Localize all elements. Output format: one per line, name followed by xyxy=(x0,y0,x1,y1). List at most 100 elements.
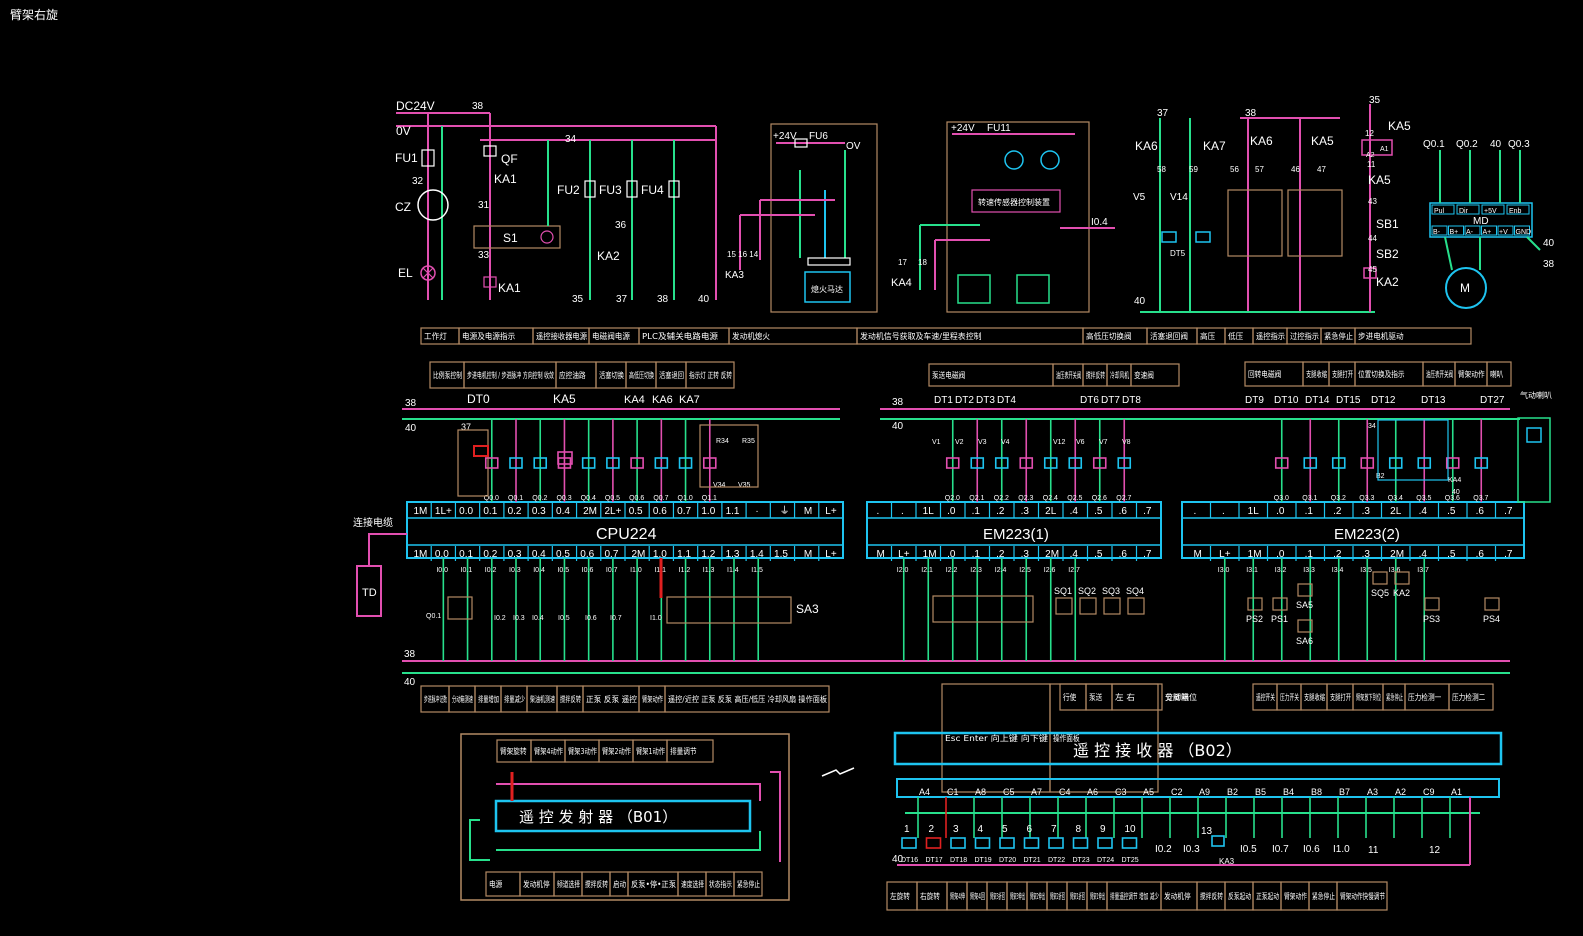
caption-label: 喇叭 xyxy=(1490,369,1503,379)
driver-pin xyxy=(1506,204,1530,215)
pin-label: .3 xyxy=(1362,549,1371,560)
driver-pin xyxy=(1481,204,1505,215)
caption-label: 速度选择 xyxy=(681,879,704,889)
caption-label: 紧急停止 xyxy=(1312,891,1335,901)
input-address: I0.2 xyxy=(485,567,497,574)
pin-label: .7 xyxy=(1504,549,1513,560)
svg-text:FU2: FU2 xyxy=(557,183,580,197)
pin-label: .0 xyxy=(947,506,956,517)
svg-text:TD: TD xyxy=(362,587,377,599)
output-address: Q2.1 xyxy=(969,495,984,502)
svg-text:33: 33 xyxy=(478,250,490,261)
caption-label: 泵送电磁阀 xyxy=(932,370,965,380)
diode-label: V4 xyxy=(1001,439,1010,446)
receiver-input-label: I1.0 xyxy=(1333,844,1350,855)
pin-label: 0.7 xyxy=(604,549,618,560)
pin-label: .5 xyxy=(1094,549,1103,560)
svg-text:40: 40 xyxy=(1134,296,1146,307)
remote-receiver: 遥 控 接 收 器 （B02） 40 13 KA3 11 12 xyxy=(892,731,1503,866)
input-switch-label: PS2 xyxy=(1246,614,1263,624)
limit-switch xyxy=(1055,597,1073,615)
channel-dt-label: DT16 xyxy=(901,857,918,864)
pin-label: M xyxy=(804,506,812,517)
caption-label: 臂架动作 xyxy=(1284,891,1307,901)
caption-label: 遥控/近控 正泵 反泵 高压/低压 冷却风扇 操作面板 xyxy=(668,694,827,704)
pin-label: .2 xyxy=(996,549,1005,560)
indicator-group xyxy=(699,424,759,488)
caption-label: 臂架3伸出 xyxy=(1010,891,1025,901)
caption-label: 排量增加 xyxy=(478,694,499,704)
input-address: I2.2 xyxy=(946,567,958,574)
svg-text:KA5: KA5 xyxy=(553,392,576,406)
caption-label: 活塞退回阀 xyxy=(1150,331,1188,341)
caption-label: 电磁阀电源 xyxy=(592,331,630,341)
input-switch-label: SA5 xyxy=(1296,600,1313,610)
output-label: DT10 xyxy=(1274,395,1299,406)
caption-cell xyxy=(1336,881,1388,911)
svg-text:KA5: KA5 xyxy=(1388,119,1411,133)
output-address: Q2.0 xyxy=(945,495,960,502)
svg-text:47: 47 xyxy=(1317,165,1326,174)
svg-text:40: 40 xyxy=(1543,238,1555,249)
caption-row-inputs-cpu: 步进脉冲记数分动箱测速排量增加排量减少柴油机测速搅拌反转正泵 反泵 遥控臂架动作… xyxy=(420,685,830,713)
svg-text:M: M xyxy=(1460,281,1470,295)
input-address: I1.5 xyxy=(751,567,763,574)
pin-label: 0.1 xyxy=(459,549,473,560)
caption-label: 正泵 反泵 遥控 xyxy=(586,694,637,704)
caption-label: 右旋转 xyxy=(920,891,940,901)
svg-text:43: 43 xyxy=(1368,197,1377,206)
pin-label: 0.6 xyxy=(653,506,667,517)
svg-text:35: 35 xyxy=(572,294,584,305)
svg-text:KA4: KA4 xyxy=(891,277,912,289)
caption-label: 低压 xyxy=(1228,331,1243,341)
diode-label: V7 xyxy=(1099,439,1108,446)
pin-label: .6 xyxy=(1476,549,1485,560)
limit-switch-label: SQ3 xyxy=(1102,586,1120,596)
driver-pin-label: Dir xyxy=(1459,208,1469,215)
limit-switch-label: SQ2 xyxy=(1078,586,1096,596)
input-switch xyxy=(1297,583,1313,597)
channel-dt-label: DT18 xyxy=(950,857,967,864)
input-address: I2.6 xyxy=(1044,567,1056,574)
pin-label: .2 xyxy=(996,506,1005,517)
input-address: I3.1 xyxy=(1246,567,1258,574)
caption-label: 指示灯 正转 反转 xyxy=(689,370,732,380)
pin-label: .1 xyxy=(1305,549,1314,560)
input-address: I2.7 xyxy=(1068,567,1080,574)
output-coil xyxy=(994,457,1009,469)
svg-text:31: 31 xyxy=(478,200,490,211)
diode-label: V2 xyxy=(955,439,964,446)
input-address: I0.3 xyxy=(509,567,521,574)
input-address: I0.0 xyxy=(436,567,448,574)
output-address: Q3.0 xyxy=(1274,495,1289,502)
caption-label: PLC及辅关电路电源 xyxy=(642,331,718,341)
pulse-sensor xyxy=(447,596,473,620)
receiver-pin-label: A2 xyxy=(1395,787,1406,797)
caption-row-em1: 泵送电磁阀油压表开关阀搅拌反转冷却风机变速阀 xyxy=(928,363,1180,387)
caption-label: 左 右 xyxy=(1115,692,1135,702)
caption-label: 油压表开关阀 xyxy=(1426,369,1453,379)
receiver-pin-label: B5 xyxy=(1255,787,1266,797)
pin-label: .2 xyxy=(1333,506,1342,517)
caption-label: 过控指示 xyxy=(1290,331,1319,341)
pin-label: .6 xyxy=(1119,506,1128,517)
input-switch xyxy=(1272,597,1288,611)
pin-label: .7 xyxy=(1504,506,1513,517)
input-address: I2.0 xyxy=(897,567,909,574)
svg-text:FU11: FU11 xyxy=(987,123,1011,134)
estop-section xyxy=(1361,104,1393,312)
ignition-labels: +24V FU6 OV 15 16 14 KA3 熄火马达 xyxy=(725,131,861,294)
pin-label: .1 xyxy=(1305,506,1314,517)
svg-text:V14: V14 xyxy=(1170,192,1188,203)
channel-coil xyxy=(925,837,942,849)
output-label: DT15 xyxy=(1336,395,1361,406)
input-switch-label: KA2 xyxy=(1393,588,1410,598)
caption-label: 臂架动作快慢调节 xyxy=(1340,891,1385,901)
pin-label: .5 xyxy=(1447,506,1456,517)
caption-label: 支腿收缩 xyxy=(1304,692,1325,702)
caption-label: 臂架放下到位 xyxy=(1356,692,1381,702)
svg-text:转速传感器控制装置: 转速传感器控制装置 xyxy=(978,197,1050,207)
pin-label: 2M xyxy=(583,506,597,517)
receiver-input-label: I0.5 xyxy=(1240,844,1257,855)
svg-text:Q0.1: Q0.1 xyxy=(1423,139,1445,150)
